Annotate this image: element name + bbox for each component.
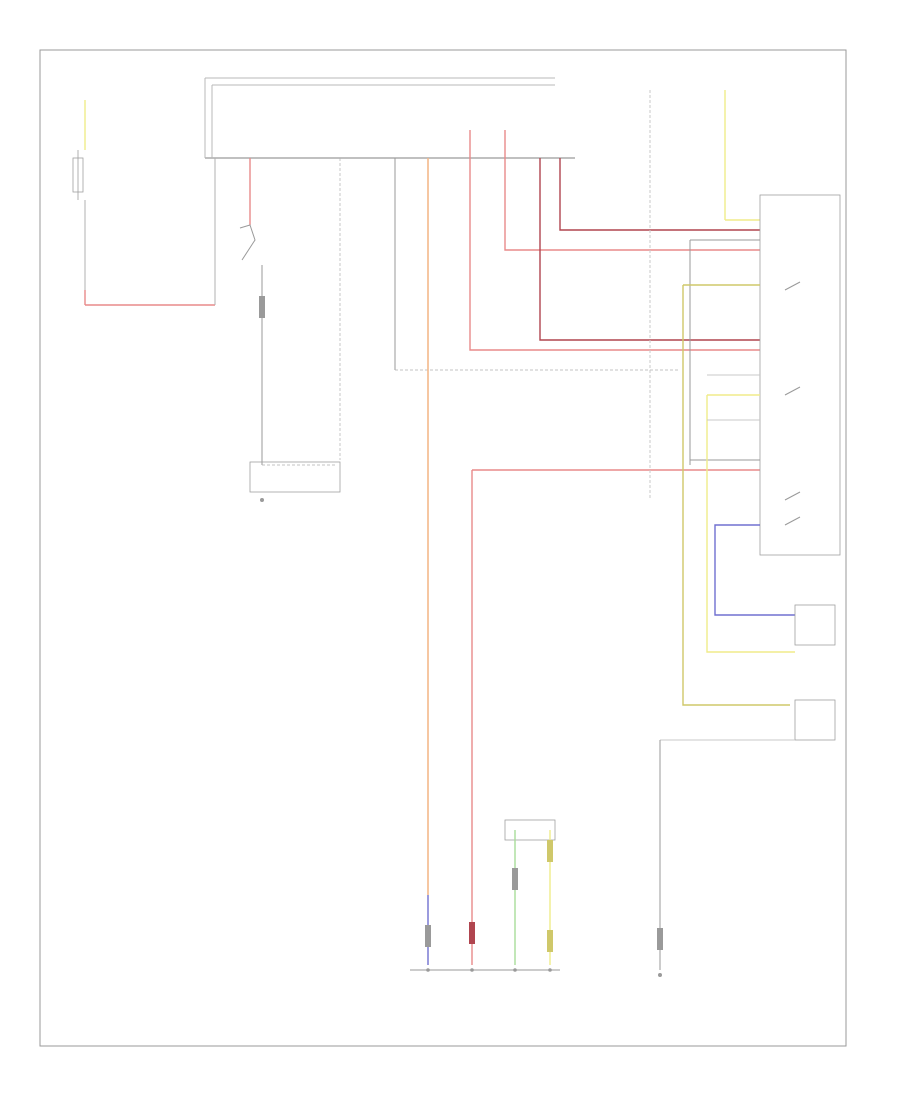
sensor-ground-connector (657, 928, 663, 950)
yellow-wire-connector-2 (547, 930, 553, 952)
orange-wire-connector (425, 925, 431, 947)
blue-wire (714, 524, 795, 616)
ground-point-left (260, 498, 264, 502)
switch-glyph-1 (784, 281, 801, 291)
switch-glyph-2 (784, 386, 801, 396)
red-wire-a (469, 130, 760, 351)
combination-meter-box (759, 194, 841, 556)
oil-pressure-switch (239, 224, 256, 261)
engine-ground-box (249, 461, 341, 493)
diagram-frame (39, 49, 847, 1047)
connector-pin-4 (548, 968, 552, 972)
red-wire-connector (469, 922, 475, 944)
yellow-wire-long (706, 395, 795, 653)
connector-pin-3 (513, 968, 517, 972)
switch-glyph-4 (784, 516, 801, 526)
yellow-wire-connector (547, 840, 553, 862)
connector-pin-1 (426, 968, 430, 972)
olive-wire (682, 285, 790, 706)
dark-red-wire (539, 158, 760, 341)
oil-switch-connector (259, 296, 265, 318)
data-link-box (504, 819, 556, 841)
red-wire-b (504, 130, 760, 251)
red-wire-c (559, 158, 760, 231)
switch-glyph-3 (784, 491, 801, 501)
green-wire-connector (512, 868, 518, 890)
connector-pin-2 (470, 968, 474, 972)
sensor-box-lower (794, 699, 836, 741)
sensor-box-upper (794, 604, 836, 646)
ignition-relay-box (72, 157, 84, 193)
ground-point-right (658, 973, 662, 977)
